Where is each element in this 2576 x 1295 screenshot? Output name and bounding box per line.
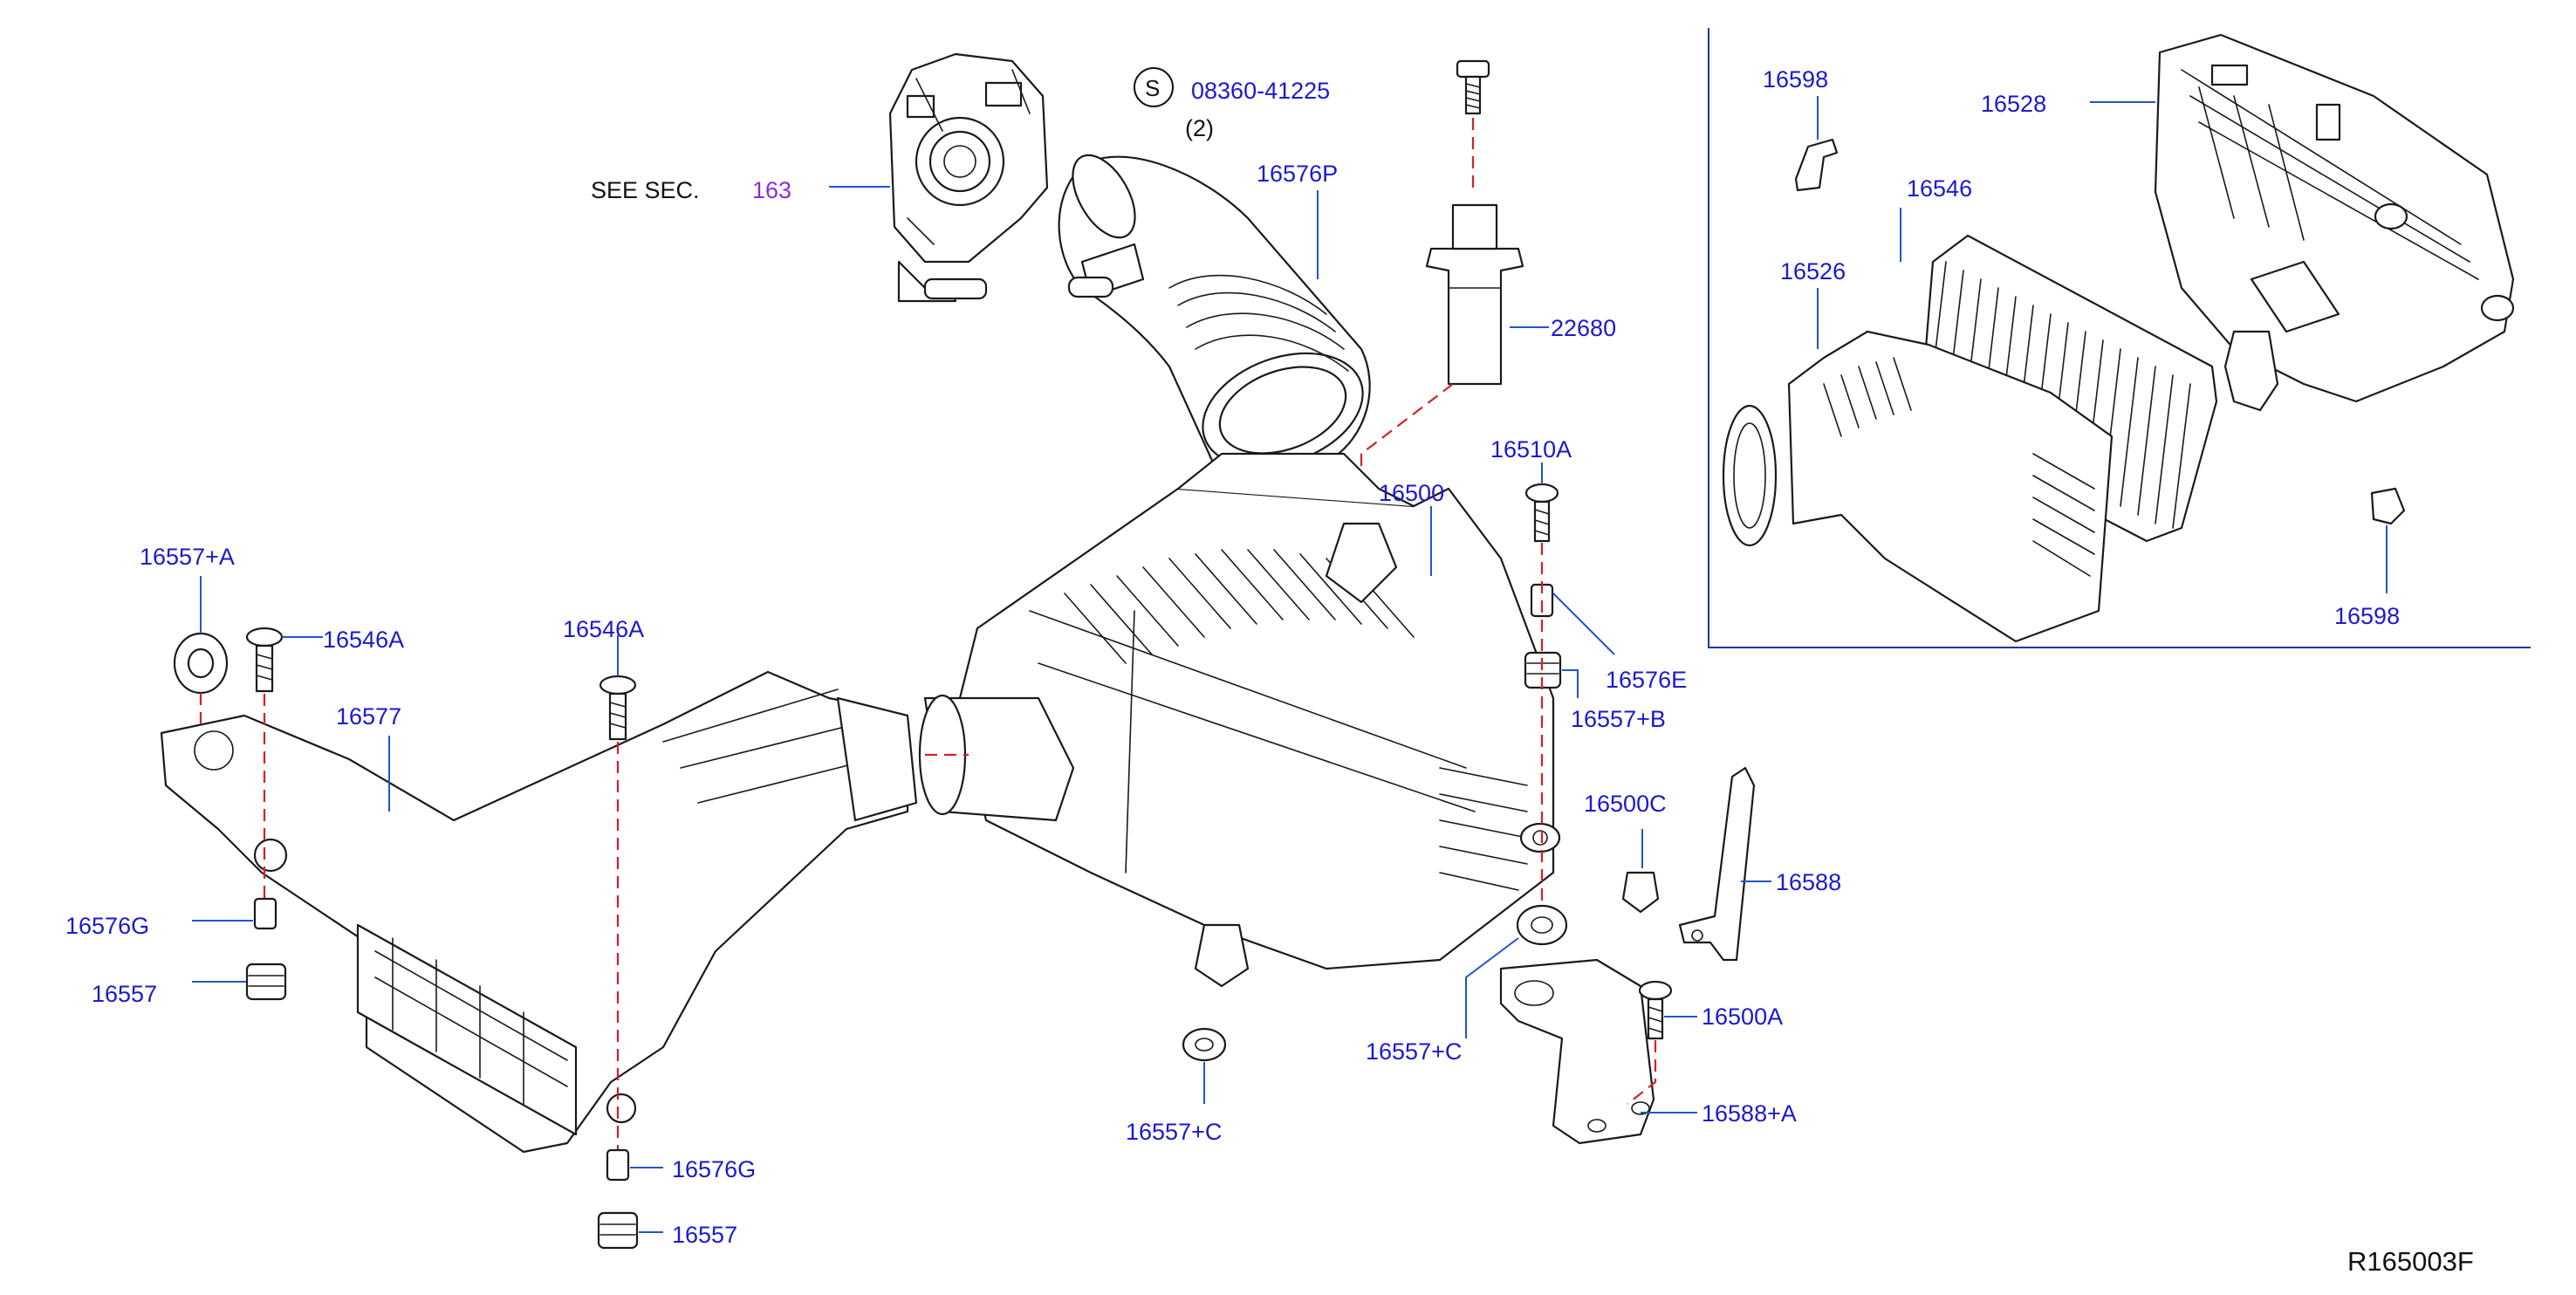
upper-case-16528-drawing <box>2154 33 2515 412</box>
label-16576g-left[interactable]: 16576G <box>65 913 149 939</box>
diagram-code: R165003F <box>2347 1246 2474 1277</box>
label-16546[interactable]: 16546 <box>1907 175 1972 202</box>
label-16546a-left[interactable]: 16546A <box>323 627 404 653</box>
nut-16500c-drawing <box>1621 871 1660 914</box>
label-16576g-bottom[interactable]: 16576G <box>672 1156 756 1182</box>
label-22680[interactable]: 22680 <box>1551 315 1616 341</box>
label-16576p[interactable]: 16576P <box>1257 161 1338 187</box>
grommet-16557c-right-drawing <box>1516 904 1568 946</box>
label-16557-left[interactable]: 16557 <box>92 981 157 1007</box>
clip-16598-bottom-drawing <box>2370 487 2406 525</box>
label-16510a[interactable]: 16510A <box>1490 436 1572 462</box>
label-16557-bottom[interactable]: 16557 <box>672 1222 737 1248</box>
label-16557a[interactable]: 16557+A <box>140 544 235 570</box>
bolt-16546a-mid-drawing <box>599 675 637 741</box>
spacer-16576g-bottom-drawing <box>606 1148 630 1182</box>
grommet-16557-bottom-drawing <box>597 1211 639 1250</box>
label-16576e[interactable]: 16576E <box>1606 667 1687 693</box>
maf-sensor-drawing <box>1425 203 1524 386</box>
label-16557c-right[interactable]: 16557+C <box>1366 1038 1462 1065</box>
bracket-16588-drawing <box>1678 766 1756 962</box>
label-16500[interactable]: 16500 <box>1379 480 1444 506</box>
label-16598-top[interactable]: 16598 <box>1763 66 1828 92</box>
air-duct-drawing <box>1058 154 1371 482</box>
grommet-16557a-drawing <box>173 632 229 695</box>
label-16588a[interactable]: 16588+A <box>1702 1100 1797 1127</box>
see-section-text: SEE SEC. <box>591 177 700 203</box>
bolt-16510a-drawing <box>1524 483 1559 543</box>
see-section-number[interactable]: 163 <box>752 177 791 203</box>
label-16526[interactable]: 16526 <box>1780 258 1846 284</box>
label-16577[interactable]: 16577 <box>336 703 401 730</box>
label-16528[interactable]: 16528 <box>1981 91 2046 117</box>
label-16598-bottom[interactable]: 16598 <box>2334 603 2400 629</box>
label-16557c-bottom[interactable]: 16557+C <box>1126 1119 1222 1145</box>
resonator-duct-drawing <box>160 670 918 1154</box>
label-16588[interactable]: 16588 <box>1776 869 1841 895</box>
spacer-16576g-left-drawing <box>253 897 277 930</box>
lower-case-16526-drawing <box>1722 330 2114 643</box>
standard-part-symbol: S <box>1134 67 1174 107</box>
throttle-body-drawing <box>888 52 1049 303</box>
label-08360-41225-qty: (2) <box>1185 115 1214 141</box>
label-08360-41225[interactable]: 08360-41225 <box>1191 78 1330 104</box>
label-16500c[interactable]: 16500C <box>1584 791 1667 817</box>
svg-text:S: S <box>1145 75 1160 101</box>
inset-frame <box>1708 28 2531 648</box>
label-16557b[interactable]: 16557+B <box>1571 706 1666 732</box>
grommet-16557c-bottom-drawing <box>1182 1027 1227 1062</box>
clip-16598-top-drawing <box>1794 138 1839 192</box>
grommet-16557-left-drawing <box>245 963 287 1001</box>
bolt-16546a-left-drawing <box>245 627 284 693</box>
bracket-16588a-drawing <box>1499 958 1655 1145</box>
screw-drawing <box>1456 59 1490 115</box>
air-cleaner-body-drawing <box>918 452 1561 988</box>
label-16546a-mid[interactable]: 16546A <box>563 616 644 642</box>
bolt-16500a-drawing <box>1638 980 1673 1040</box>
label-16500a[interactable]: 16500A <box>1702 1004 1783 1030</box>
